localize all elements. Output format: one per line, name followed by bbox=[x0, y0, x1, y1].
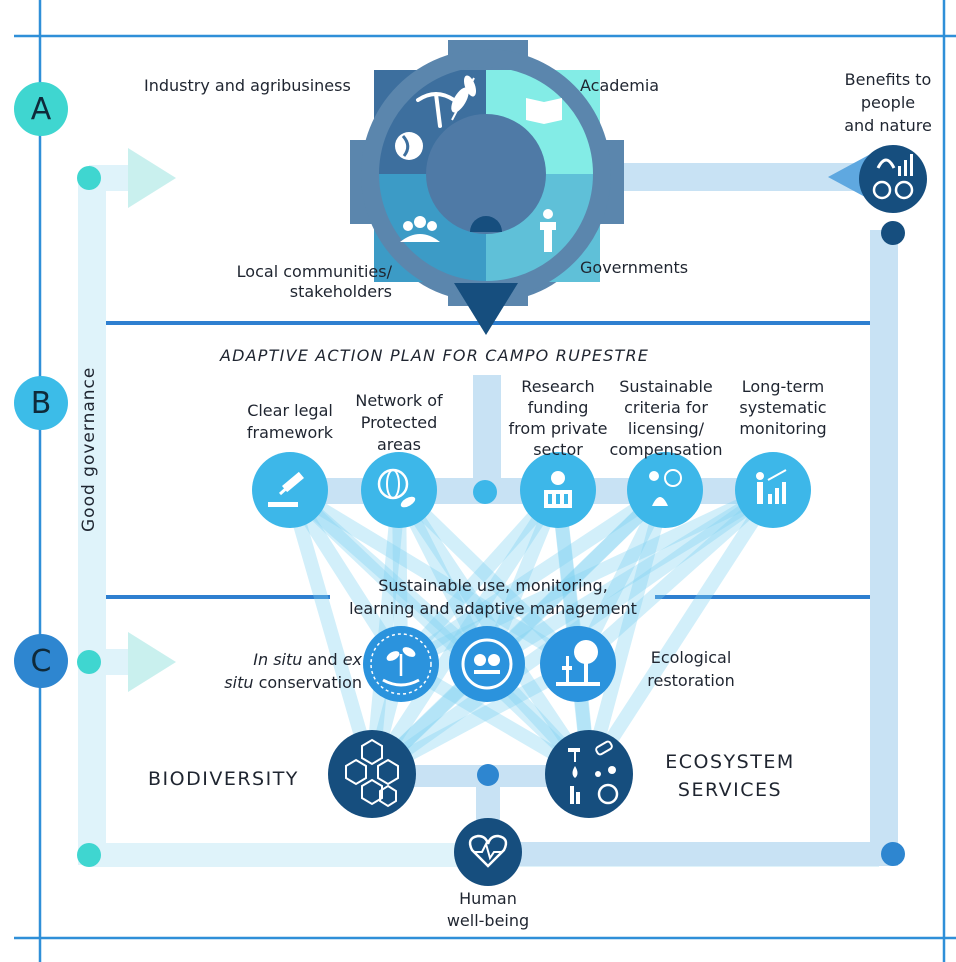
web-link-top-0-mid-2 bbox=[283, 483, 585, 671]
web-link-top-3-mid-1 bbox=[480, 483, 672, 671]
dot-plan bbox=[473, 480, 497, 504]
web-link-top-3-low-0 bbox=[365, 483, 672, 781]
dot-governance-mid bbox=[77, 650, 101, 674]
web-link-top-0-low-1 bbox=[283, 483, 596, 781]
conservation-label: In situ and ex situ conservation bbox=[170, 648, 362, 694]
ecosystem-services-label: ECOSYSTEM SERVICES bbox=[665, 751, 795, 801]
action-label-research: Research funding from private sector bbox=[508, 377, 608, 459]
wheel-pointer bbox=[454, 283, 518, 335]
dot-services bbox=[477, 764, 499, 786]
tree-restoration-icon bbox=[540, 626, 616, 702]
web-link-top-0-low-0 bbox=[283, 483, 379, 781]
dot-benefits-top bbox=[881, 221, 905, 245]
conservation-circles bbox=[363, 626, 616, 702]
in-situ-italic: In situ bbox=[253, 650, 303, 669]
web-link-top-0-mid-1 bbox=[283, 483, 494, 671]
web-link-top-2-mid-0 bbox=[394, 483, 565, 671]
situ-italic: situ bbox=[224, 673, 254, 692]
leaf-branch-icon bbox=[451, 75, 477, 121]
web-link-top-3-mid-0 bbox=[394, 483, 672, 671]
ecological-restoration-label: Ecological restoration bbox=[647, 648, 735, 690]
section-a-badge: A bbox=[14, 82, 68, 136]
dot-benefits-bottom bbox=[881, 842, 905, 866]
stakeholder-wheel bbox=[350, 40, 624, 335]
coffee-bean-icon bbox=[395, 132, 423, 160]
web-link-top-4-mid-2 bbox=[571, 483, 780, 671]
action-label-monitoring: Long-term systematic monitoring bbox=[739, 377, 827, 438]
researcher-icon bbox=[520, 452, 596, 528]
industry-label: Industry and agribusiness bbox=[144, 76, 351, 95]
forest-cycle-icon bbox=[449, 626, 525, 702]
podium-speaker-icon bbox=[540, 209, 556, 252]
benefits-label: Benefits to people and nature bbox=[844, 70, 932, 135]
heart-health-icon bbox=[454, 818, 522, 886]
globe-leaf-icon bbox=[361, 452, 437, 528]
academia-label: Academia bbox=[580, 76, 660, 95]
ex-italic: ex bbox=[342, 650, 362, 669]
web-link-top-4-mid-1 bbox=[480, 483, 780, 671]
web-link-top-4-low-1 bbox=[582, 483, 780, 781]
action-label-legal: Clear legal framework bbox=[246, 401, 334, 442]
wheel-notch bbox=[470, 216, 502, 232]
benefits-icon bbox=[859, 145, 927, 213]
action-label-protected-areas: Network of Protected areas bbox=[355, 391, 443, 454]
section-b-badge: B bbox=[14, 376, 68, 430]
sustainable-use-label: Sustainable use, monitoring, learning an… bbox=[349, 576, 637, 618]
people-group-icon bbox=[400, 216, 440, 242]
gavel-icon bbox=[252, 452, 328, 528]
human-wellbeing-label: Human well-being bbox=[446, 889, 530, 930]
web-link-top-2-low-0 bbox=[365, 483, 565, 781]
connection-dots bbox=[77, 166, 905, 867]
bottom-circles bbox=[328, 730, 633, 886]
action-label-criteria: Sustainable criteria for licensing/ comp… bbox=[609, 377, 723, 459]
biodiversity-hexagon-icon bbox=[328, 730, 416, 818]
conservation-text: conservation bbox=[253, 673, 362, 692]
plan-title: ADAPTIVE ACTION PLAN FOR CAMPO RUPESTRE bbox=[220, 346, 650, 365]
monitoring-chart-icon bbox=[735, 452, 811, 528]
wheel-hub bbox=[426, 114, 546, 234]
governance-label: Good governance bbox=[79, 366, 99, 532]
ecosystem-services-icon bbox=[545, 730, 633, 818]
web-link-top-3-low-1 bbox=[582, 483, 672, 781]
local-communities-label: Local communities/ stakeholders bbox=[236, 262, 392, 301]
pickaxe-icon bbox=[416, 92, 456, 128]
action-circles bbox=[252, 452, 811, 528]
dot-governance-bottom bbox=[77, 843, 101, 867]
governments-label: Governments bbox=[580, 258, 689, 277]
web-link-top-1-mid-2 bbox=[392, 483, 585, 671]
section-c-badge: C bbox=[14, 634, 68, 688]
frame bbox=[14, 0, 956, 962]
open-book-icon bbox=[526, 98, 562, 124]
seedling-hand-icon bbox=[363, 626, 439, 702]
biodiversity-label: BIODIVERSITY bbox=[148, 768, 299, 790]
dot-governance-top bbox=[77, 166, 101, 190]
and-text: and bbox=[302, 650, 343, 669]
money-plant-icon bbox=[627, 452, 703, 528]
